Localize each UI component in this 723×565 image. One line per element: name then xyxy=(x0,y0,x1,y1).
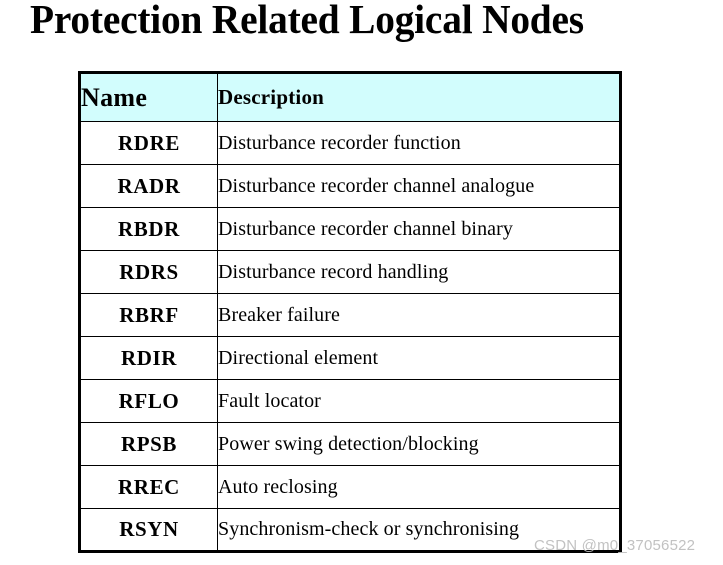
cell-logical-node-description: Auto reclosing xyxy=(217,465,621,509)
cell-logical-node-name: RBDR xyxy=(79,207,218,251)
cell-logical-node-name: RFLO xyxy=(79,379,218,423)
cell-logical-node-description: Disturbance recorder function xyxy=(217,121,621,165)
table-header: Name Description xyxy=(79,72,621,122)
cell-logical-node-name: RPSB xyxy=(79,422,218,466)
column-header-description: Description xyxy=(217,72,621,122)
cell-logical-node-name: RSYN xyxy=(79,508,218,552)
watermark-text: CSDN @m0_37056522 xyxy=(534,537,696,554)
cell-logical-node-description: Disturbance recorder channel binary xyxy=(217,207,621,251)
cell-logical-node-description: Synchronism-check or synchronising xyxy=(217,508,621,552)
cell-logical-node-description: Breaker failure xyxy=(217,293,621,337)
cell-logical-node-description: Directional element xyxy=(217,336,621,380)
cell-logical-node-description: Disturbance recorder channel analogue xyxy=(217,164,621,208)
cell-logical-node-name: RDRS xyxy=(79,250,218,294)
cell-logical-node-description: Disturbance record handling xyxy=(217,250,621,294)
cell-logical-node-description: Fault locator xyxy=(217,379,621,423)
cell-logical-node-name: RADR xyxy=(79,164,218,208)
page-title: Protection Related Logical Nodes xyxy=(30,0,584,42)
table-header-row: Name Description xyxy=(79,72,621,122)
cell-logical-node-name: RDRE xyxy=(79,121,218,165)
column-header-name: Name xyxy=(79,72,218,122)
cell-logical-node-name: RDIR xyxy=(79,336,218,380)
cell-logical-node-description: Power swing detection/blocking xyxy=(217,422,621,466)
cell-logical-node-name: RBRF xyxy=(79,293,218,337)
cell-logical-node-name: RREC xyxy=(79,465,218,509)
